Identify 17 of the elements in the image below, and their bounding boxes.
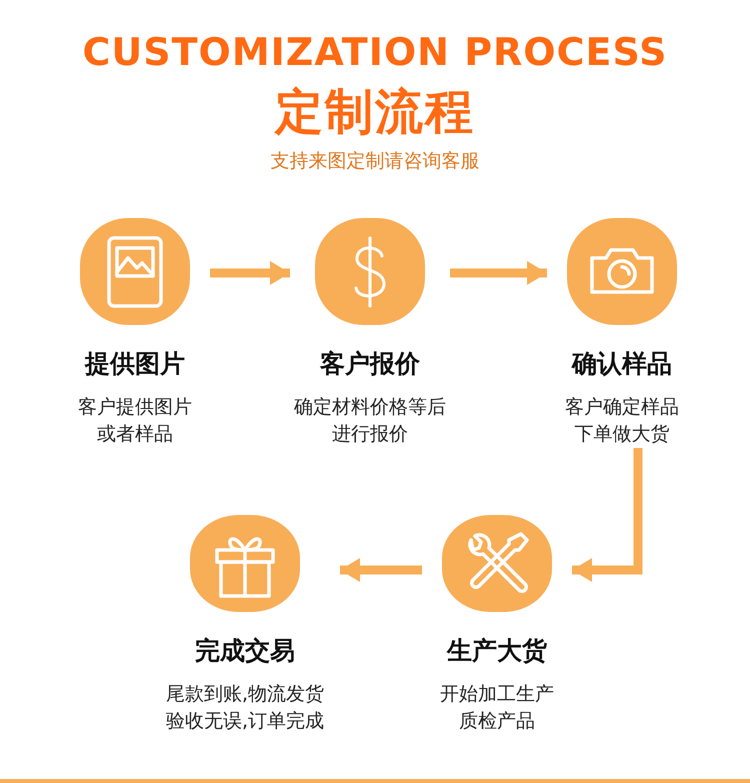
arrow — [210, 261, 290, 285]
title: CUSTOMIZATION PROCESS — [82, 30, 668, 74]
heading: 定制流程 — [275, 83, 475, 142]
step-description: 客户确定样品下单做大货 — [564, 395, 680, 447]
arrow — [340, 558, 422, 582]
step-title: 确认样品 — [572, 348, 672, 380]
step-title: 提供图片 — [85, 348, 185, 380]
step-title: 生产大货 — [447, 635, 547, 667]
step-description: 开始加工生产质检产品 — [439, 682, 555, 734]
arrow — [450, 261, 547, 285]
step-title: 完成交易 — [195, 635, 295, 667]
step-description: 客户提供图片或者样品 — [77, 395, 193, 447]
step-description: 确定材料价格等后进行报价 — [293, 395, 447, 447]
arrow — [572, 448, 642, 582]
step-title: 客户报价 — [320, 348, 420, 380]
subtitle: 支持来图定制请咨询客服 — [270, 149, 480, 174]
step-description: 尾款到账,物流发货验收无误,订单完成 — [164, 682, 326, 734]
